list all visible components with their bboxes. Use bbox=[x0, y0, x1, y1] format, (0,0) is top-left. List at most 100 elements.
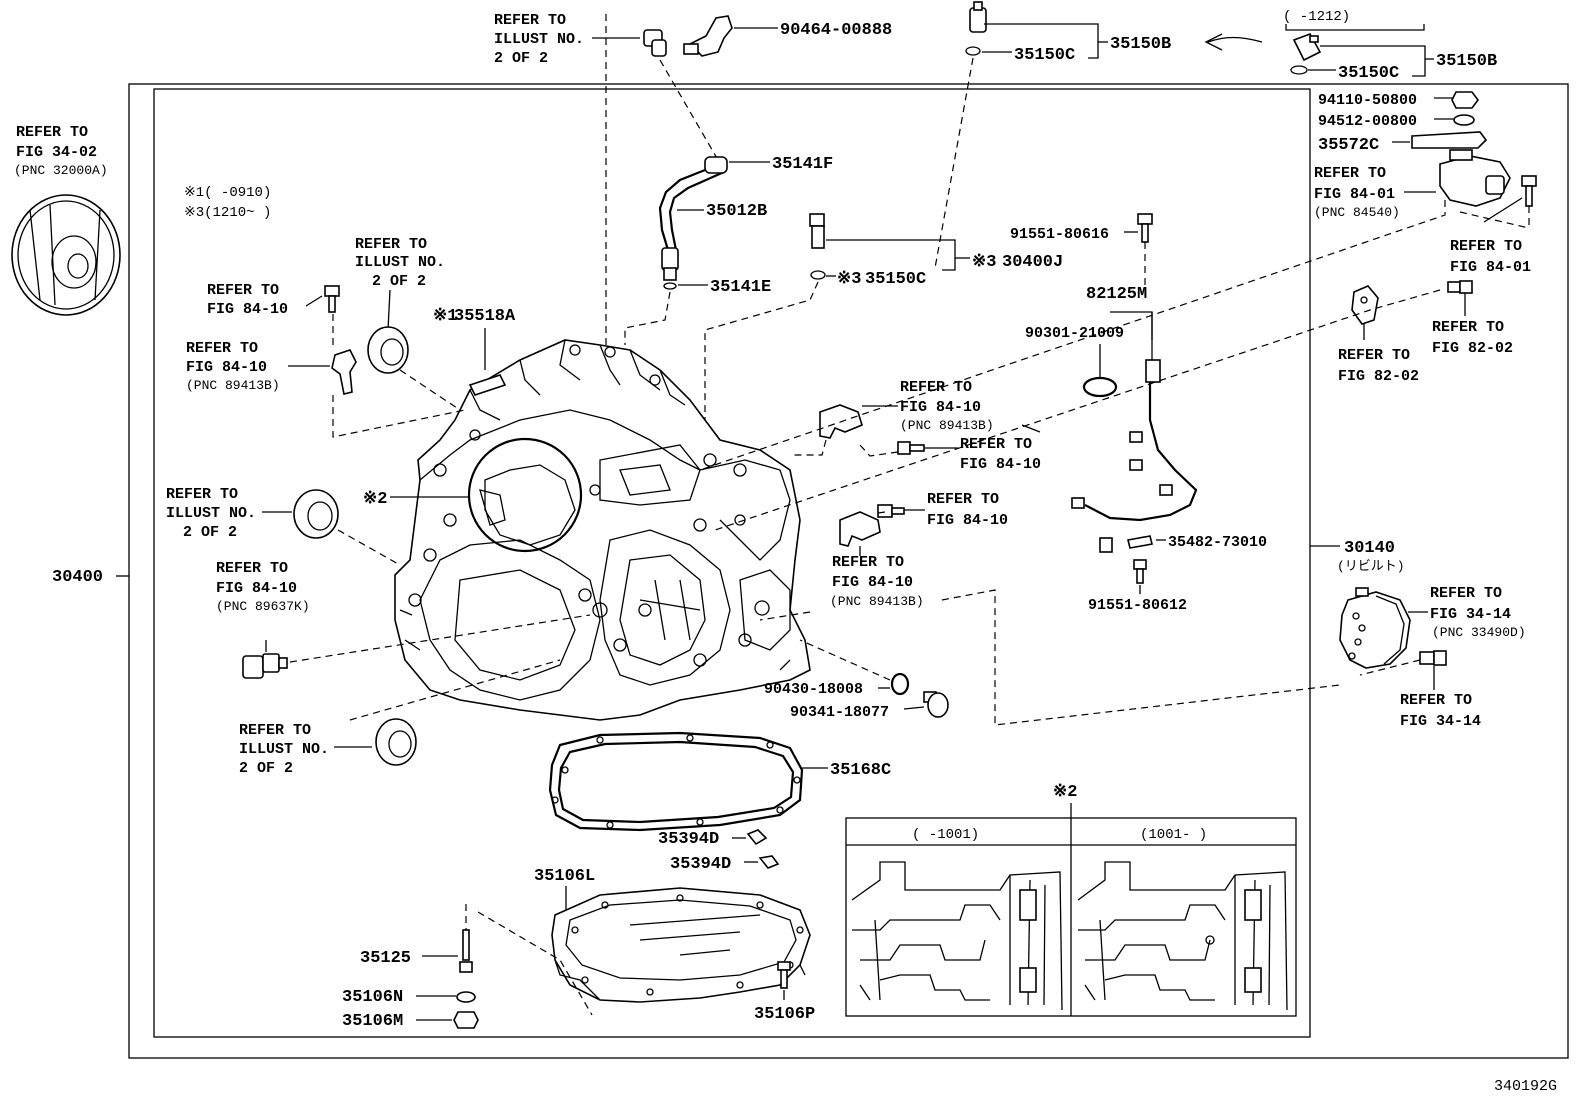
washer-35106n bbox=[456, 991, 476, 1003]
bolt-91551-80616 bbox=[1137, 213, 1153, 243]
label-35572C: 35572C bbox=[1318, 136, 1379, 155]
svg-text:REFER TO: REFER TO bbox=[207, 282, 279, 299]
svg-text:REFER TO: REFER TO bbox=[927, 491, 999, 508]
ref-illust-left1-1: REFER TO bbox=[355, 236, 427, 253]
label-30400J: 30400J bbox=[1002, 253, 1063, 272]
clamp-35482 bbox=[1099, 535, 1153, 553]
lever-35572c bbox=[1411, 131, 1488, 149]
ref-fig-84-10-c: REFER TO FIG 84-10 (PNC 89637K) bbox=[216, 560, 310, 614]
actuator-33490d bbox=[1339, 587, 1411, 669]
oil-hose-35012b bbox=[658, 156, 728, 281]
svg-text:REFER TO: REFER TO bbox=[1432, 319, 1504, 336]
mark-2-inset: ※2 bbox=[1053, 783, 1077, 802]
svg-text:REFER TO: REFER TO bbox=[216, 560, 288, 577]
magnet-35394d-b bbox=[758, 855, 780, 869]
svg-text:REFER TO: REFER TO bbox=[1314, 165, 1386, 182]
inset-left-drawing bbox=[851, 861, 1063, 1011]
svg-text:2 OF 2: 2 OF 2 bbox=[183, 524, 237, 541]
bolt-35106p bbox=[777, 961, 791, 989]
svg-text:FIG 84-10: FIG 84-10 bbox=[186, 359, 267, 376]
ref-fig-84-01-b: REFER TO FIG 84-01 bbox=[1450, 238, 1531, 276]
ref-fig-84-10-a: REFER TO FIG 84-10 bbox=[207, 282, 288, 318]
ref-fig-34-14-b: REFER TO FIG 34-14 bbox=[1400, 692, 1481, 730]
oil-seal-left bbox=[293, 489, 339, 539]
mark-3b: ※3 bbox=[837, 270, 861, 289]
speed-sensor-mid2 bbox=[839, 511, 881, 547]
label-35141E: 35141E bbox=[710, 278, 771, 297]
bolt-top bbox=[643, 29, 667, 57]
bolt-right-top bbox=[1521, 175, 1537, 207]
label-35106N: 35106N bbox=[342, 988, 403, 1007]
label-35482-73010: 35482-73010 bbox=[1168, 534, 1267, 551]
note-3: ※3(1210~ ) bbox=[184, 205, 271, 221]
note-range-1212: ( -1212) bbox=[1283, 9, 1350, 25]
ref-fig-82-02-a: REFER TO FIG 82-02 bbox=[1432, 319, 1513, 357]
o-ring-35141e bbox=[663, 282, 677, 290]
arrow-shaft bbox=[1207, 36, 1263, 43]
inner-frame bbox=[153, 88, 1311, 1038]
magnet-35394d-a bbox=[746, 829, 768, 846]
svg-text:(PNC 89637K): (PNC 89637K) bbox=[216, 599, 310, 614]
svg-text:FIG 84-10: FIG 84-10 bbox=[207, 301, 288, 318]
svg-text:(PNC 89413B): (PNC 89413B) bbox=[186, 378, 280, 393]
gasket-35168c bbox=[548, 731, 804, 832]
svg-text:REFER TO: REFER TO bbox=[239, 722, 311, 739]
bolt-35125 bbox=[459, 929, 473, 973]
drain-plug-90341 bbox=[923, 691, 949, 718]
ref-illust-left1-3: 2 OF 2 bbox=[372, 273, 426, 290]
label-35518A: 35518A bbox=[454, 307, 516, 326]
svg-text:REFER TO: REFER TO bbox=[1400, 692, 1472, 709]
svg-text:FIG 84-10: FIG 84-10 bbox=[216, 580, 297, 597]
washer-94512 bbox=[1453, 114, 1475, 126]
label-90301-21009: 90301-21009 bbox=[1025, 325, 1124, 342]
label-91551-80616: 91551-80616 bbox=[1010, 226, 1109, 243]
svg-text:(PNC 32000A): (PNC 32000A) bbox=[14, 163, 108, 178]
label-35125: 35125 bbox=[360, 949, 411, 968]
label-30140: 30140 bbox=[1344, 539, 1395, 558]
mark-3: ※3 bbox=[972, 253, 996, 272]
svg-text:2 OF 2: 2 OF 2 bbox=[239, 760, 293, 777]
o-ring-35150c bbox=[965, 46, 981, 56]
oil-pan-35106l bbox=[551, 887, 811, 1003]
ref-fig-84-10-f: REFER TO FIG 84-10 bbox=[927, 491, 1008, 529]
inset-right-drawing bbox=[1077, 861, 1288, 1011]
bolt-91551-80612 bbox=[1133, 559, 1147, 584]
inset-right-label: (1001- ) bbox=[1140, 827, 1207, 843]
svg-text:FIG 34-14: FIG 34-14 bbox=[1400, 713, 1481, 730]
svg-text:FIG 84-10: FIG 84-10 bbox=[927, 512, 1008, 529]
label-35150C-a: 35150C bbox=[1014, 46, 1075, 65]
svg-text:FIG 84-10: FIG 84-10 bbox=[900, 399, 981, 416]
ref-fig-84-10-g: REFER TO FIG 84-10 (PNC 89413B) bbox=[830, 554, 924, 609]
svg-text:FIG 84-01: FIG 84-01 bbox=[1450, 259, 1531, 276]
label-94110-50800: 94110-50800 bbox=[1318, 92, 1417, 109]
svg-text:(PNC 89413B): (PNC 89413B) bbox=[830, 594, 924, 609]
ref-fig-84-10-e: REFER TO FIG 84-10 bbox=[960, 436, 1041, 473]
ref-illust-left2: REFER TO ILLUST NO. 2 OF 2 bbox=[166, 486, 256, 541]
label-35150C-b: 35150C bbox=[1338, 64, 1399, 83]
inset-left-label: ( -1001) bbox=[912, 827, 979, 843]
ref-fig-84-10-b: REFER TO FIG 84-10 (PNC 89413B) bbox=[186, 340, 280, 393]
svg-text:FIG 34-14: FIG 34-14 bbox=[1430, 606, 1511, 623]
neutral-start-switch bbox=[1439, 149, 1511, 207]
label-35394D-a: 35394D bbox=[658, 830, 719, 849]
svg-text:REFER TO: REFER TO bbox=[900, 379, 972, 396]
svg-text:FIG 82-02: FIG 82-02 bbox=[1432, 340, 1513, 357]
highlight-circle bbox=[467, 437, 583, 553]
ref-illust-left1-2: ILLUST NO. bbox=[355, 254, 445, 271]
label-35150B-a: 35150B bbox=[1110, 35, 1171, 54]
bolt-mid-2 bbox=[877, 504, 905, 518]
speed-sensor-left bbox=[331, 349, 357, 395]
gasket-90430 bbox=[890, 672, 910, 696]
ref-fig-34-14-a: REFER TO FIG 34-14 (PNC 33490D) bbox=[1430, 585, 1526, 640]
outer-frame bbox=[128, 83, 1569, 1059]
label-35394D-b: 35394D bbox=[670, 855, 731, 874]
label-94512-00800: 94512-00800 bbox=[1318, 113, 1417, 130]
svg-text:FIG 82-02: FIG 82-02 bbox=[1338, 368, 1419, 385]
o-ring-90301 bbox=[1082, 376, 1118, 398]
svg-text:REFER TO: REFER TO bbox=[832, 554, 904, 571]
note-1: ※1( -0910) bbox=[184, 185, 271, 201]
svg-text:REFER TO: REFER TO bbox=[166, 486, 238, 503]
wire-harness-82125m bbox=[1071, 359, 1198, 522]
bracket-82-02 bbox=[1351, 285, 1379, 325]
